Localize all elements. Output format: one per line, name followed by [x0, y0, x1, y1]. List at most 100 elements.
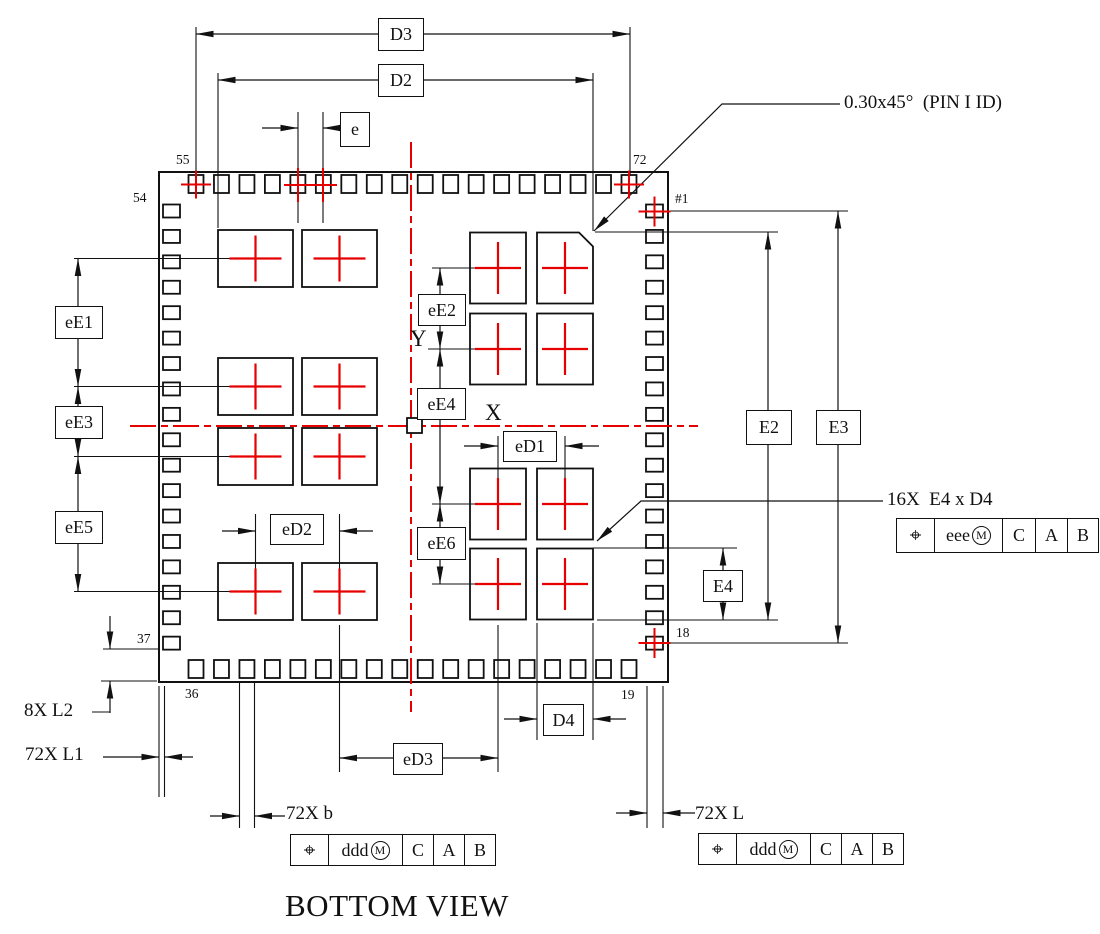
dim-label-ed3: eD3: [393, 743, 443, 775]
lead-pad: [645, 483, 664, 499]
thermal-pad-leader: [596, 500, 883, 542]
lead-pad: [569, 659, 587, 679]
datum-b: B: [464, 835, 495, 865]
lead-pad: [645, 305, 664, 321]
lead-pad: [162, 254, 181, 270]
dim-label-e: e: [340, 112, 370, 147]
lead-pad: [620, 659, 638, 679]
lead-pad: [340, 659, 358, 679]
datum-b: B: [872, 834, 903, 864]
tolerance-value-text: eee: [946, 525, 970, 545]
lead-pad: [162, 457, 181, 473]
thermal-pad-count-note: 16X E4 x D4: [887, 489, 993, 510]
lead-pad: [645, 534, 664, 549]
corner-lead-note: 8X L2: [24, 700, 74, 721]
lead-pad: [391, 174, 409, 194]
position-tolerance-icon: ⌖: [303, 837, 316, 862]
lead-pad: [162, 203, 181, 219]
lead-pad: [645, 229, 664, 244]
lead-pad: [595, 659, 612, 679]
datum-a: A: [841, 834, 872, 864]
lead-pad: [645, 254, 664, 270]
dim-label-d2: D2: [378, 64, 424, 97]
dim-label-e4: E4: [703, 570, 743, 602]
lead-pad: [213, 174, 230, 194]
lead-pad: [162, 483, 181, 499]
lead-width-note: 72X b: [286, 803, 333, 824]
lead-pad: [162, 305, 181, 321]
pin1-id-leader: [593, 103, 840, 232]
dim-label-ed1: eD1: [503, 431, 557, 462]
lead-pad: [162, 534, 181, 549]
position-tolerance-icon: ⌖: [909, 523, 922, 547]
lead-pad: [544, 174, 561, 194]
lead-pad: [645, 584, 664, 600]
lead-pad: [442, 659, 460, 679]
pin-number-36: 36: [185, 686, 199, 701]
tolerance-value-text: ddd: [749, 838, 777, 859]
lead-pad: [289, 659, 307, 679]
lead-pad: [645, 432, 664, 448]
dim-label-ee5: eE5: [55, 511, 103, 544]
lead-pad: [162, 381, 181, 397]
lead-pad: [645, 610, 664, 626]
dim-label-ee3: eE3: [55, 406, 103, 439]
datum-a: A: [1035, 519, 1067, 552]
dim-label-e3: E3: [816, 410, 861, 445]
lead-pad: [467, 659, 485, 679]
lead-pad: [442, 174, 460, 194]
lead-pad: [162, 432, 181, 448]
tolerance-value-text: ddd: [341, 839, 369, 860]
dim-label-ee2: eE2: [418, 294, 466, 326]
lead-pad: [264, 659, 281, 679]
lead-pad: [569, 174, 587, 194]
material-modifier-icon: M: [971, 526, 991, 545]
lead-pad: [493, 659, 511, 679]
lead-pad: [238, 659, 256, 679]
pin-number-37: 37: [137, 631, 151, 646]
lead-pad: [213, 659, 230, 679]
dim-label-ed2: eD2: [270, 514, 324, 545]
pin-number-18: 18: [676, 625, 690, 640]
dim-label-ee4: eE4: [417, 388, 466, 420]
lead-pad: [365, 174, 383, 194]
dim-label-d3: D3: [378, 18, 424, 51]
view-title: BOTTOM VIEW: [285, 888, 509, 923]
datum-c: C: [810, 834, 841, 864]
lead-pad: [162, 610, 181, 626]
lead-pad: [645, 279, 664, 295]
lead-pad: [518, 174, 536, 194]
axis-label-y: Y: [410, 326, 427, 351]
lead-pad: [162, 279, 181, 295]
lead-pad: [187, 659, 205, 679]
lead-pad: [162, 635, 181, 651]
datum-b: B: [1067, 519, 1098, 552]
lead-pad: [340, 174, 358, 194]
pin-number-19: 19: [621, 687, 635, 702]
lead-pad: [238, 174, 256, 194]
lead-pad: [162, 508, 181, 524]
dim-label-ee1: eE1: [55, 306, 103, 339]
pad-center-marks: [181, 168, 671, 658]
pin-number-55: 55: [176, 152, 190, 167]
datum-c: C: [1002, 519, 1035, 552]
pin-number-72: 72: [633, 152, 647, 167]
lead-pad: [162, 356, 181, 371]
lead-pad: [493, 174, 511, 194]
lead-pad: [162, 330, 181, 346]
lead-pad: [162, 406, 181, 422]
lead-pad: [645, 559, 664, 575]
datum-c: C: [402, 835, 433, 865]
lead-pad: [518, 659, 536, 679]
lead-pad: [595, 174, 612, 194]
lead-pad: [365, 659, 383, 679]
lead-length-note: 72X L: [695, 803, 745, 824]
lead-pad: [645, 508, 664, 524]
lead-pad: [645, 381, 664, 397]
